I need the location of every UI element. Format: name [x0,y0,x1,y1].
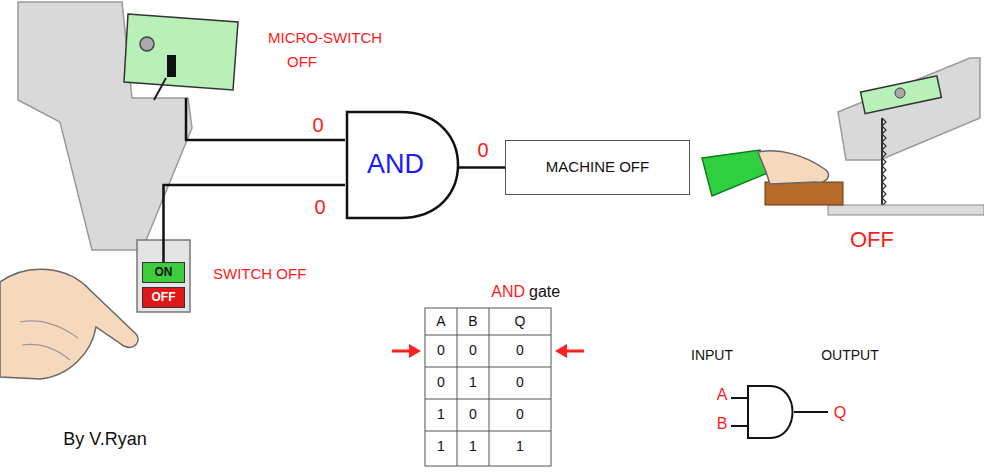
table-cell: B [468,314,477,329]
output-box: MACHINE OFF [505,140,690,195]
and-gate: AND [345,110,460,220]
signal-value: 0 [312,114,323,136]
lever [154,78,166,100]
state-label: OFF [850,228,894,252]
micro-switch-button [167,55,176,77]
table-cell: 0 [469,343,477,358]
table-cell: 0 [437,343,445,358]
wood-block [765,182,843,205]
signal-value: 0 [475,139,490,161]
pin-name: Q [834,404,846,422]
table-cell: 0 [516,375,524,390]
saw-arm [838,58,980,160]
truth-table [425,308,551,466]
state-label: OFF [287,54,317,71]
table-cell: A [436,314,445,329]
table-cell: 1 [469,439,477,454]
pointing-hand [0,269,138,379]
on-button: ON [142,262,185,283]
wire [164,185,346,262]
table-title: gate [529,283,560,301]
pin-name: B [717,415,728,433]
table-cell: Q [515,314,526,329]
hand [758,151,828,184]
node-text: OFF [152,291,176,304]
table-cell: 1 [516,439,524,454]
pin-name: A [717,386,728,404]
wire [186,98,345,140]
table-cell: 0 [516,407,524,422]
finger-lines [20,321,78,360]
pin-caption: INPUT [691,348,733,363]
saw-frame [881,118,883,206]
saw-table [828,205,984,215]
table-cell: 0 [469,407,477,422]
table-cell: 1 [469,375,477,390]
pointer-arrow [392,344,584,358]
saw-blade [882,118,886,206]
pin-caption: OUTPUT [821,348,879,363]
and-gate-symbol [731,386,828,438]
table-cell: 0 [437,375,445,390]
table-cell: 1 [437,439,445,454]
part-name: MICRO-SWITCH [268,30,382,47]
node-text: MACHINE OFF [546,159,649,176]
pivot [140,37,154,51]
pivot [895,88,905,98]
node-text: ON [155,266,173,279]
table-title: AND [491,283,525,301]
table-cell: 1 [437,407,445,422]
gate-body [347,112,458,218]
wire [458,166,505,169]
off-button: OFF [142,287,185,308]
node-text: AND [367,150,424,180]
state-label: SWITCH OFF [213,266,306,283]
table-cell: 0 [516,343,524,358]
credit: By V.Ryan [63,430,146,450]
signal-value: 0 [312,196,327,218]
saw-guard [861,76,942,114]
micro-switch-plate [124,14,238,90]
